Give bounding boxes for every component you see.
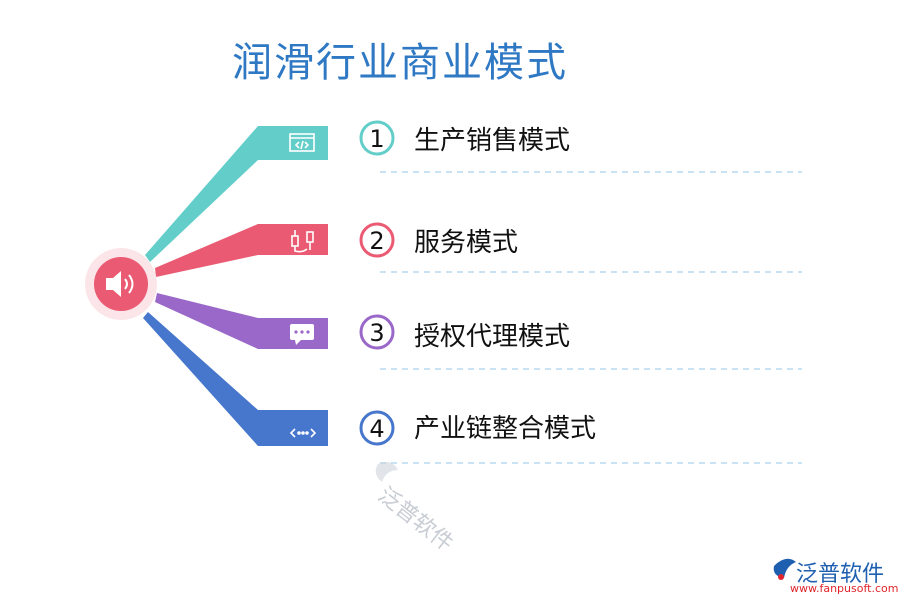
number-circle-2: [359, 222, 395, 258]
item-label-2: 服务模式: [414, 228, 519, 258]
wedge-3: [155, 293, 258, 349]
brand-logo-icon: [773, 558, 796, 580]
number-circle-1: [359, 120, 395, 156]
page-title: 润滑行业商业模式: [232, 40, 568, 86]
item-label-1: 生产销售模式: [414, 126, 571, 156]
number-2: 2: [369, 227, 384, 255]
footer-brand: 泛普软件: [796, 562, 885, 587]
tab-bar-4: [258, 410, 328, 446]
item-label-3: 授权代理模式: [414, 322, 571, 352]
wedge-2: [155, 224, 258, 277]
watermark-logo-icon: [375, 462, 398, 482]
wedge-1: [145, 126, 258, 262]
number-3: 3: [369, 319, 384, 347]
tab-bar-2: [258, 224, 328, 255]
share-nodes-icon: [289, 428, 317, 438]
number-circle-3: [359, 314, 395, 350]
plug-cable-icon: [291, 230, 314, 253]
tab-bar-1: [258, 126, 328, 160]
wedge-4: [143, 312, 258, 446]
number-1: 1: [369, 125, 384, 153]
speaker-icon: [106, 271, 134, 297]
footer-url[interactable]: www.fanpusoft.com: [790, 582, 899, 595]
code-window-icon: [289, 133, 315, 152]
chat-bubble-icon: [290, 324, 314, 345]
number-4: 4: [369, 415, 384, 443]
number-circle-4: [359, 410, 395, 446]
item-label-4: 产业链整合模式: [414, 414, 597, 444]
